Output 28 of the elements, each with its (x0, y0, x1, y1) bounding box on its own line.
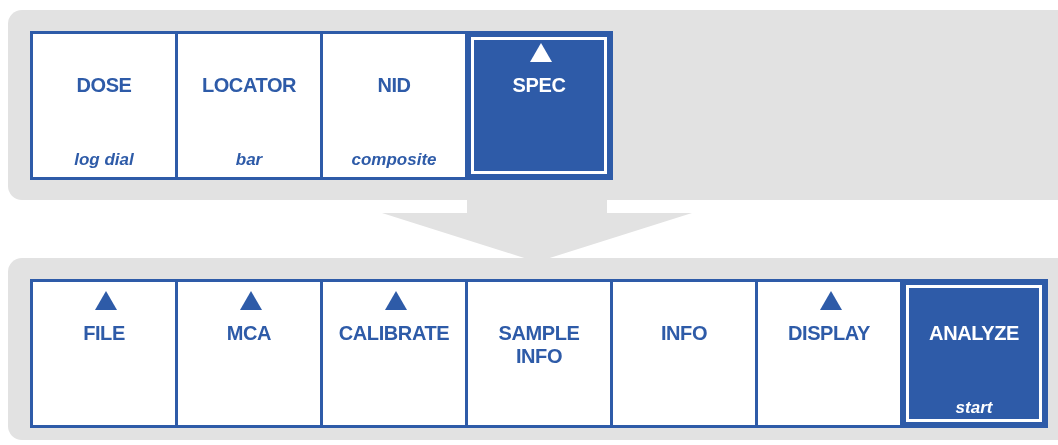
menu-key (610, 279, 758, 428)
key-label: DISPLAY (786, 322, 871, 345)
menu-key (465, 31, 613, 180)
key-label: CALIBRATE (337, 322, 451, 345)
key-sublabel: start (954, 397, 994, 419)
menu-key (755, 279, 903, 428)
key-label: LOCATOR (200, 74, 298, 97)
key-panel (8, 258, 1058, 440)
key-sublabel: composite (350, 149, 438, 171)
menu-key (320, 279, 468, 428)
key-label: INFO (659, 322, 709, 345)
key-sublabel: bar (234, 149, 264, 171)
menu-key (175, 279, 323, 428)
key-label: FILE (82, 322, 126, 345)
key-label: SAMPLE INFO (497, 322, 581, 368)
menu-key (30, 279, 178, 428)
menu-key (30, 31, 178, 180)
key-panel (8, 10, 1058, 200)
key-label: DOSE (75, 74, 133, 97)
menu-key (175, 31, 323, 180)
key-label: MCA (225, 322, 273, 345)
key-label: SPEC (511, 74, 567, 97)
menu-key (465, 279, 613, 428)
key-sublabel: log dial (73, 149, 135, 171)
menu-key (320, 31, 468, 180)
key-label: NID (376, 74, 412, 97)
key-label: ANALYZE (928, 322, 1020, 345)
menu-key (900, 279, 1048, 428)
